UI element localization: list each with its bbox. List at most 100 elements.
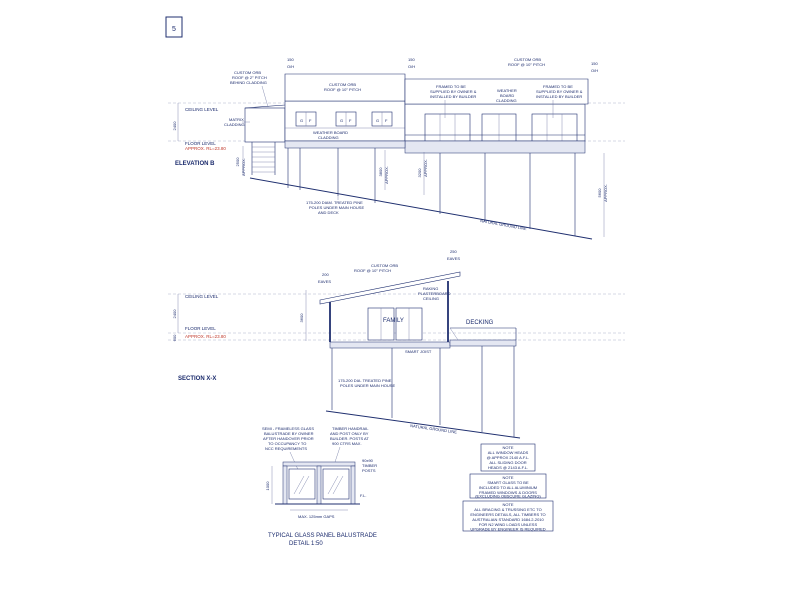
sx-raking: RAKING PLASTERBOARD CEILING — [418, 286, 451, 301]
dim-3200: 3200 — [417, 168, 422, 178]
post-right — [350, 465, 356, 505]
svg-text:NOTE: NOTE — [502, 502, 513, 507]
svg-text:900 CTRS MAX.: 900 CTRS MAX. — [332, 441, 362, 446]
sx-poles-note: 175-200 DIA. TREATED PINE POLES UNDER MA… — [338, 378, 395, 388]
section-x-x-title: SECTION X-X — [178, 376, 216, 382]
svg-text:FRAMED TO BE: FRAMED TO BE — [436, 84, 466, 89]
svg-text:AFTER HANDOVER PRIOR: AFTER HANDOVER PRIOR — [263, 436, 314, 441]
svg-text:AND POST ONLY BY: AND POST ONLY BY — [330, 431, 369, 436]
svg-text:ALL SLIDING DOOR: ALL SLIDING DOOR — [489, 460, 526, 465]
svg-text:CLADDING: CLADDING — [224, 122, 245, 127]
svg-text:CUSTOM ORB: CUSTOM ORB — [234, 70, 261, 75]
deck-frame — [404, 140, 586, 154]
sliding-door-right — [531, 113, 578, 142]
svg-text:ALL WINDOW HEADS: ALL WINDOW HEADS — [488, 450, 529, 455]
svg-text:POSTS: POSTS — [362, 468, 376, 473]
sx-floor-level: FLOOR LEVEL — [185, 326, 216, 331]
sheet-number: 5 — [172, 26, 176, 33]
sheet-number-box: 5 — [165, 16, 183, 38]
note-framed-right: FRAMED TO BE SUPPLIED BY OWNER & INSTALL… — [536, 84, 583, 118]
window-1: G F — [295, 111, 317, 127]
glass-panel-left — [288, 468, 316, 500]
svg-text:SMART GLASS TO BE: SMART GLASS TO BE — [487, 480, 529, 485]
svg-text:FRAMED WINDOWS & DOORS: FRAMED WINDOWS & DOORS — [479, 490, 537, 495]
note-custom-orb-2deg: CUSTOM ORB ROOF @ 2° PITCH BEHIND CLADDI… — [230, 70, 269, 108]
svg-text:ALL BRACING & TRUSSING ETC TO: ALL BRACING & TRUSSING ETC TO — [474, 507, 541, 512]
section-x-x: CEILING LEVEL FLOOR LEVEL APPROX. RL=23.… — [168, 249, 625, 439]
sx-eaves-right: 250 EAVES — [447, 249, 460, 261]
window-3: G F — [371, 111, 393, 127]
svg-text:CUSTOM ORB: CUSTOM ORB — [371, 263, 398, 268]
handrail — [282, 461, 356, 467]
post-left — [282, 465, 288, 505]
timber-note: TIMBER HANDRAIL AND POST ONLY BY BUILDER… — [330, 426, 369, 463]
sx-dim-3600: 3600 — [299, 313, 304, 323]
svg-text:CLADDING: CLADDING — [496, 98, 517, 103]
sx-deck — [449, 339, 517, 347]
svg-text:175-200 DIA. TREATED PINE: 175-200 DIA. TREATED PINE — [338, 378, 392, 383]
approx-b: APPROX. — [384, 166, 389, 184]
gaps-label: MAX. 125mm GAPS — [298, 514, 335, 519]
svg-text:200: 200 — [322, 272, 329, 277]
floor-rl-label: APPROX. RL=23.80 — [185, 146, 226, 151]
glass-note: SEMI - FRAMELESS GLASS BALUSTRADE BY OWN… — [262, 426, 314, 475]
oh-label-c: O/H — [591, 68, 598, 73]
balustrade-scale: DETAIL 1:50 — [289, 541, 323, 547]
sx-ground-line-label: NATURAL GROUND LINE — [410, 423, 458, 435]
svg-text:CLADDING: CLADDING — [318, 135, 339, 140]
floor-frame — [284, 140, 406, 149]
svg-text:WEATHER BOARD: WEATHER BOARD — [313, 130, 348, 135]
sx-floor-rl: APPROX. RL=23.80 — [185, 334, 226, 339]
svg-text:@ APPROX 2140 A.F.L.: @ APPROX 2140 A.F.L. — [487, 455, 530, 460]
svg-text:FOR N2 WIND LOADS UNLESS: FOR N2 WIND LOADS UNLESS — [479, 522, 538, 527]
svg-text:INSTALLED BY BUILDER: INSTALLED BY BUILDER — [430, 94, 476, 99]
svg-text:ENGINEERS DETAILS, ALL TIMBERS: ENGINEERS DETAILS, ALL TIMBERS TO — [470, 512, 545, 517]
oh-150-c: 150 — [591, 61, 598, 66]
posts-note: 90x90 TIMBER POSTS — [362, 458, 377, 473]
svg-text:(EXCLUDING OBSCURE GLAZING): (EXCLUDING OBSCURE GLAZING) — [475, 494, 541, 499]
svg-text:NOTE: NOTE — [502, 475, 513, 480]
svg-text:SUPPLIED BY OWNER &: SUPPLIED BY OWNER & — [536, 89, 583, 94]
svg-text:90x90: 90x90 — [362, 458, 374, 463]
floor-level-label: FLOOR LEVEL — [185, 141, 216, 146]
sx-dim-2400: 2400 — [172, 309, 177, 319]
svg-text:F: F — [385, 118, 388, 123]
dim-1000: 1000 — [265, 481, 270, 491]
dim-2500: 2500 — [235, 157, 240, 167]
svg-text:RAKING: RAKING — [423, 286, 438, 291]
svg-text:BUILDER. POSTS AT: BUILDER. POSTS AT — [330, 436, 369, 441]
sx-eaves-left: 200 EAVES — [318, 272, 331, 284]
sx-ground-line — [325, 410, 521, 439]
window-2: G F — [335, 111, 357, 127]
dim-3800: 3800 — [378, 167, 383, 177]
approx-c: APPROX. — [423, 159, 428, 177]
svg-text:EAVES: EAVES — [447, 256, 460, 261]
svg-text:UPGRADE BY ENGINEER IS REQUIRE: UPGRADE BY ENGINEER IS REQUIRED — [470, 527, 545, 532]
svg-text:WEATHER: WEATHER — [497, 88, 517, 93]
dim-5600: 5600 — [597, 188, 602, 198]
note-matrix-cladding: MATRIX CLADDING — [224, 117, 250, 127]
glass-panel-right — [322, 468, 350, 500]
sx-smart-joist: SMART JOIST — [405, 349, 432, 354]
svg-text:ROOF @ 2° PITCH: ROOF @ 2° PITCH — [232, 75, 267, 80]
main-roof — [284, 73, 406, 102]
svg-text:TO OCCUPANCY TO: TO OCCUPANCY TO — [268, 441, 306, 446]
right-roof — [404, 78, 589, 105]
elevation-b: CEILING LEVEL FLOOR LEVEL APPROX. RL=23.… — [168, 57, 625, 240]
svg-text:TIMBER HANDRAIL: TIMBER HANDRAIL — [332, 426, 369, 431]
svg-text:PLASTERBOARD: PLASTERBOARD — [418, 291, 451, 296]
sx-custom-orb: CUSTOM ORB ROOF @ 10° PITCH — [354, 263, 398, 273]
fl-label: F.L. — [360, 493, 366, 498]
svg-text:BOARD: BOARD — [500, 93, 514, 98]
matrix-clad-wall — [244, 107, 286, 143]
svg-text:175-200 DIAM. TREATED PINE: 175-200 DIAM. TREATED PINE — [306, 200, 363, 205]
sliding-door-left — [424, 113, 471, 142]
stairs — [251, 142, 276, 175]
ground-line-label: NATURAL GROUND LINE — [480, 218, 528, 231]
svg-text:FRAMED TO BE: FRAMED TO BE — [543, 84, 573, 89]
note-weather-board-center: WEATHER BOARD CLADDING — [496, 88, 517, 103]
note-bracing: NOTE ALL BRACING & TRUSSING ETC TO ENGIN… — [462, 500, 554, 532]
note-smart-glass: NOTE SMART GLASS TO BE INCLUDED TO ALL A… — [469, 473, 547, 499]
sx-floor — [329, 341, 451, 349]
approx-d: APPROX. — [603, 184, 608, 202]
